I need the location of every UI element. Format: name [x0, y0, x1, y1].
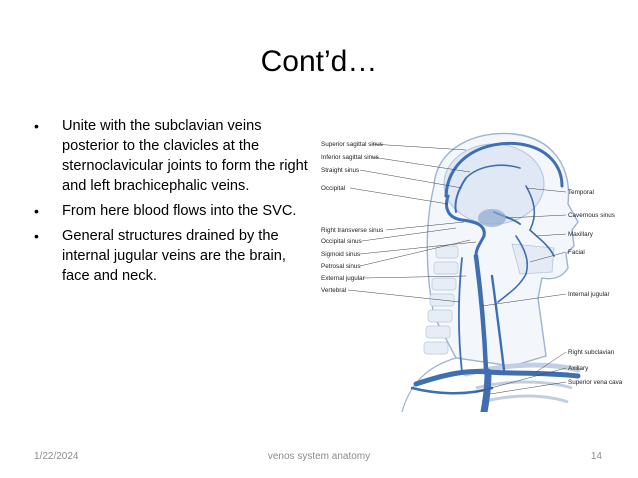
label-internal-jugular: Internal jugular — [568, 291, 610, 298]
bullet-text: From here blood flows into the SVC. — [62, 203, 297, 219]
venous-anatomy-figure: Superior sagittal sinus Inferior sagitta… — [316, 126, 630, 412]
shoulder-outline — [401, 357, 457, 412]
label-occipital-sinus: Occipital sinus — [321, 238, 362, 245]
label-occipital: Occipital — [321, 185, 345, 192]
label-straight-sinus: Straight sinus — [321, 167, 359, 174]
facial-veins — [497, 185, 555, 303]
spine-vertebrae — [423, 245, 459, 355]
label-temporal: Temporal — [568, 189, 594, 196]
bullet-marker: • — [34, 228, 39, 244]
bullet-item: • From here blood flows into the SVC. — [34, 201, 310, 221]
label-axillary: Axillary — [568, 365, 589, 372]
bullet-list: • Unite with the subclavian veins posteri… — [34, 116, 310, 291]
footer-page-number: 14 — [590, 451, 602, 462]
label-superior-vena-cava: Superior vena cava — [568, 379, 623, 386]
axillary-vein — [410, 386, 494, 395]
bullet-marker: • — [34, 203, 39, 219]
cavernous-sinus-shape — [478, 209, 506, 227]
label-petrosal-sinus: Petrosal sinus — [321, 263, 361, 270]
label-maxillary: Maxillary — [568, 231, 594, 238]
head-neck-veins-illustration: Superior sagittal sinus Inferior sagitta… — [321, 132, 623, 412]
jugular-veins — [458, 253, 506, 373]
label-inferior-sagittal-sinus: Inferior sagittal sinus — [321, 154, 379, 161]
footer-topic: venos system anatomy — [267, 451, 371, 462]
label-leaders — [347, 143, 567, 395]
label-right-transverse-sinus: Right transverse sinus — [321, 227, 383, 234]
footer-date: 1/22/2024 — [34, 451, 79, 462]
label-external-jugular: External jugular — [321, 275, 365, 282]
bullet-marker: • — [34, 118, 39, 134]
label-sigmoid-sinus: Sigmoid sinus — [321, 251, 360, 258]
label-vertebral: Vertebral — [321, 287, 346, 294]
bullet-item: • Unite with the subclavian veins posteri… — [34, 116, 310, 196]
label-superior-sagittal-sinus: Superior sagittal sinus — [321, 141, 383, 148]
slide-title: Cont’d… — [260, 45, 378, 78]
bullet-item: • General structures drained by the inter… — [34, 226, 310, 286]
jaw-bone — [511, 243, 555, 275]
label-right-subclavian: Right subclavian — [568, 349, 615, 356]
label-facial: Facial — [568, 249, 585, 256]
bullet-text: General structures drained by the intern… — [62, 228, 286, 284]
label-cavernous-sinus: Cavernous sinus — [568, 212, 615, 219]
thoracic-veins — [413, 368, 581, 412]
bullet-text: Unite with the subclavian veins posterio… — [62, 118, 308, 194]
